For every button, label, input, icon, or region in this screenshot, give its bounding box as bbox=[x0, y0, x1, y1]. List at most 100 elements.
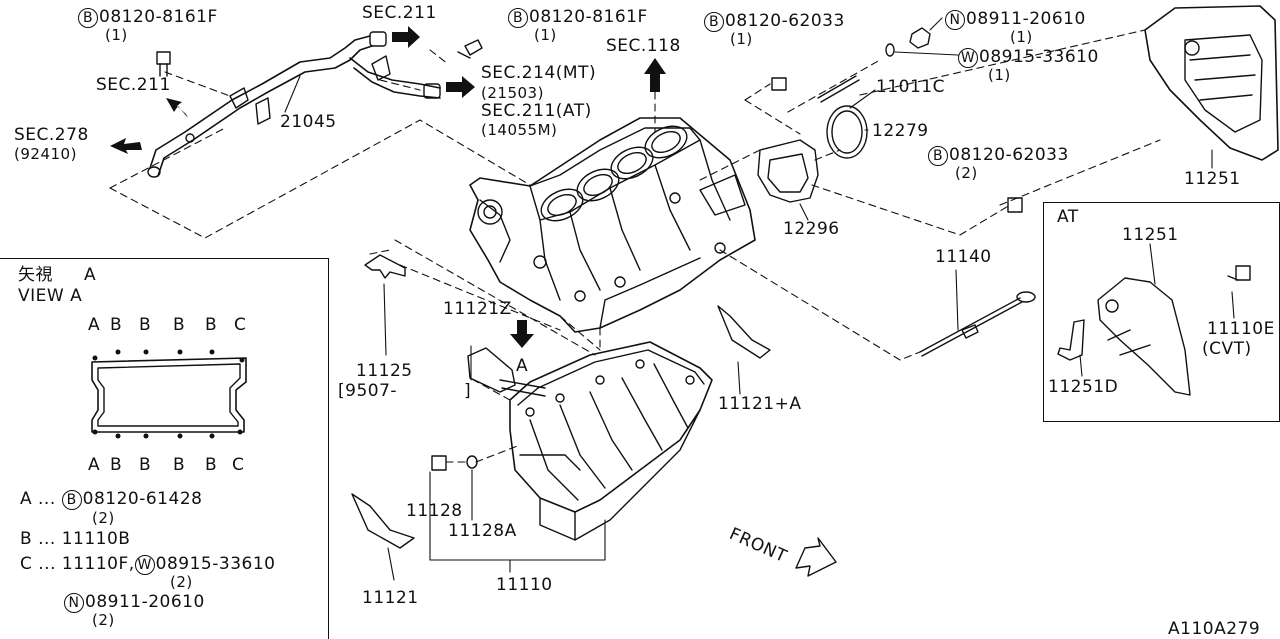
part-11121a: 11121+A bbox=[718, 394, 802, 414]
bracket-11125 bbox=[364, 254, 406, 279]
oil-pan-11110 bbox=[509, 341, 713, 541]
gasket-bottom-letter: B bbox=[110, 455, 123, 475]
part-11140: 11140 bbox=[935, 247, 992, 267]
part-21045: 21045 bbox=[280, 112, 337, 132]
rear-plate-11251 bbox=[1144, 5, 1279, 161]
view-a-marker: A bbox=[516, 356, 529, 376]
at-part-11110e: 11110E bbox=[1207, 319, 1275, 339]
retainer-12296 bbox=[757, 139, 819, 203]
part-11121: 11121 bbox=[362, 588, 419, 608]
circled-w-icon: W bbox=[958, 48, 978, 68]
at-panel-title: AT bbox=[1057, 207, 1079, 227]
oil-seal-12279 bbox=[826, 105, 868, 159]
gasket-top-letter: B bbox=[205, 315, 218, 335]
gasket-bottom-letter: C bbox=[232, 455, 245, 475]
sec211-at-label: SEC.211(AT) bbox=[481, 101, 592, 121]
oil-strainer-11121z bbox=[467, 347, 546, 397]
circled-w-icon: W bbox=[134, 555, 155, 575]
dipstick-11140 bbox=[919, 291, 1036, 357]
sec211-left-label: SEC.211 bbox=[96, 75, 171, 95]
sec211-top-label: SEC.211 bbox=[362, 3, 437, 23]
leader-lines bbox=[284, 17, 1235, 581]
part-11125-close: ] bbox=[464, 381, 472, 401]
qty-w-33610: (1) bbox=[988, 66, 1011, 84]
gasket-bottom-letter: B bbox=[205, 455, 218, 475]
part-11110: 11110 bbox=[496, 575, 553, 595]
qty-b-8161f-left: (1) bbox=[105, 26, 128, 44]
sec211-at-code: (14055M) bbox=[481, 121, 558, 139]
seal-11121 bbox=[351, 493, 415, 549]
seal-11121a bbox=[717, 305, 771, 359]
stud-11011c bbox=[817, 75, 860, 103]
circled-b-icon: B bbox=[928, 146, 948, 166]
arrow-view-a bbox=[510, 320, 534, 348]
view-title-view: VIEW A bbox=[18, 286, 83, 306]
dashed-lines bbox=[109, 29, 1161, 463]
gasket-bottom-letter: B bbox=[139, 455, 152, 475]
qty-b-62033-top: (1) bbox=[730, 30, 753, 48]
part-11251: 11251 bbox=[1184, 169, 1241, 189]
legend-b: B ... 11110B bbox=[20, 529, 131, 549]
view-a-gasket bbox=[91, 349, 247, 439]
legend-c-n-qty: (2) bbox=[92, 611, 115, 629]
gasket-top-letter: B bbox=[110, 315, 123, 335]
part-12296: 12296 bbox=[783, 219, 840, 239]
part-11128a: 11128A bbox=[448, 521, 517, 541]
sec214-code: (21503) bbox=[481, 84, 544, 102]
sec278-code: (92410) bbox=[14, 145, 77, 163]
at-plate bbox=[1057, 265, 1251, 396]
diagram-code: A110A279 bbox=[1168, 619, 1261, 639]
arrow-sec211-top bbox=[392, 26, 420, 48]
part-11121z: 11121Z bbox=[443, 299, 512, 319]
qty-b-8161f-mid: (1) bbox=[534, 26, 557, 44]
part-11128: 11128 bbox=[406, 501, 463, 521]
gasket-top-letter: C bbox=[234, 315, 247, 335]
qty-b-62033-right: (2) bbox=[955, 164, 978, 182]
legend-c-w-qty: (2) bbox=[170, 573, 193, 591]
cylinder-block bbox=[469, 117, 756, 333]
water-pipe-21045 bbox=[147, 31, 441, 178]
gasket-bottom-letter: B bbox=[173, 455, 186, 475]
part-11125: 11125 bbox=[356, 361, 413, 381]
arrow-sec278 bbox=[110, 138, 142, 154]
at-part-11251: 11251 bbox=[1122, 225, 1179, 245]
part-11125-date: [9507- bbox=[338, 381, 398, 401]
at-part-11251d: 11251D bbox=[1048, 377, 1119, 397]
arrow-sec118 bbox=[644, 58, 666, 92]
gasket-bottom-letter: A bbox=[88, 455, 101, 475]
arrow-sec211-left bbox=[166, 98, 188, 118]
circled-n-icon: N bbox=[64, 593, 84, 613]
circled-b-icon: B bbox=[78, 8, 98, 28]
view-title-jp: 矢視 bbox=[18, 265, 53, 285]
gasket-top-letter: A bbox=[88, 315, 101, 335]
gasket-top-letter: B bbox=[173, 315, 186, 335]
view-title-a: A bbox=[84, 265, 97, 285]
part-11011c: 11011C bbox=[876, 77, 945, 97]
sec278-label: SEC.278 bbox=[14, 125, 89, 145]
sec118-label: SEC.118 bbox=[606, 36, 681, 56]
front-arrow bbox=[795, 537, 837, 577]
qty-n-20610: (1) bbox=[1010, 28, 1033, 46]
gasket-top-letter: B bbox=[139, 315, 152, 335]
washer-nut bbox=[885, 27, 931, 57]
view-a-panel bbox=[0, 258, 329, 639]
sec-arrows bbox=[110, 26, 666, 348]
sec214-mt-label: SEC.214(MT) bbox=[481, 63, 597, 83]
circled-b-icon: B bbox=[61, 490, 82, 510]
at-part-cvt: (CVT) bbox=[1202, 339, 1252, 359]
legend-a-qty: (2) bbox=[92, 509, 115, 527]
circled-b-icon: B bbox=[704, 12, 724, 32]
circled-n-icon: N bbox=[945, 10, 965, 30]
arrow-sec214 bbox=[446, 76, 475, 98]
circled-b-icon: B bbox=[508, 8, 528, 28]
